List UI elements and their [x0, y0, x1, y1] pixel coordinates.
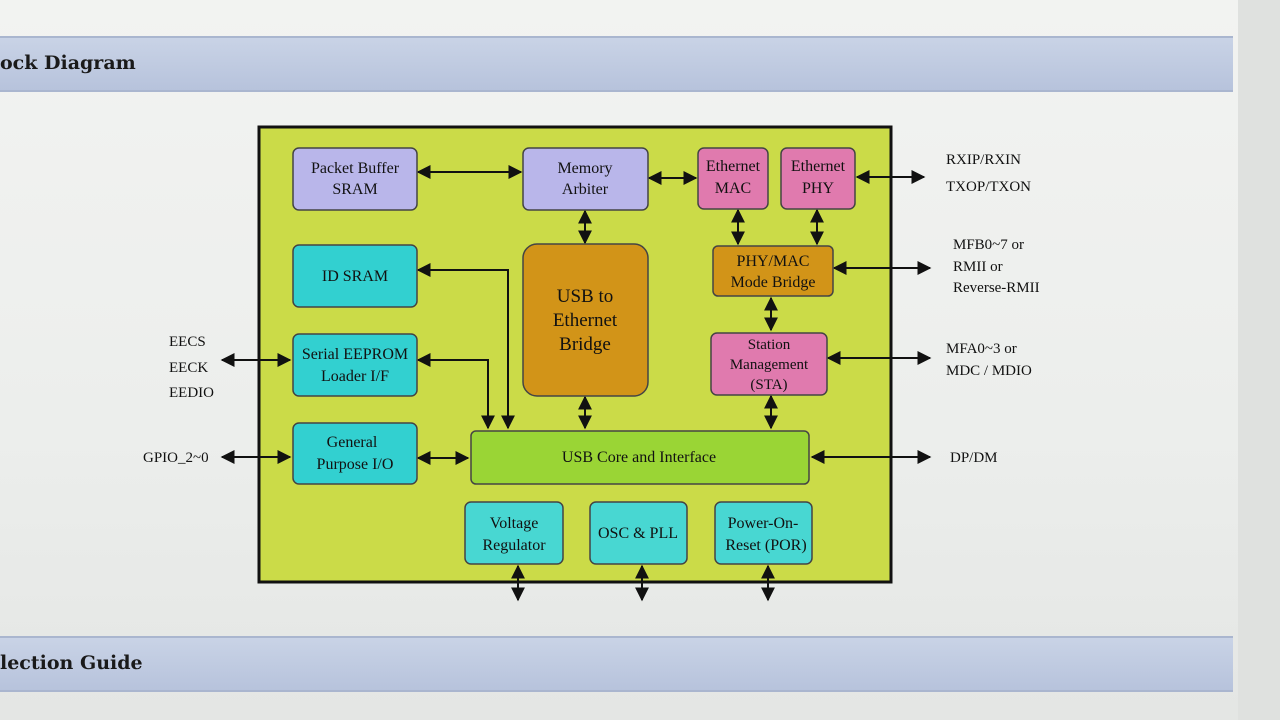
- signal-mfa-line1: MFA0~3 or: [946, 341, 1017, 357]
- signal-mfb-line1: MFB0~7 or: [953, 237, 1024, 253]
- usb-bridge-line2: Ethernet: [553, 310, 618, 331]
- signal-eecs: EECS: [169, 334, 206, 350]
- signal-dp-dm: DP/DM: [950, 450, 998, 466]
- section-title-selection-guide: lection Guide: [0, 652, 143, 674]
- id-sram-label: ID SRAM: [322, 268, 388, 285]
- memory-arbiter-block: Memory Arbiter: [522, 147, 649, 211]
- ethernet-mac-line2: MAC: [715, 180, 751, 197]
- memory-arbiter-line1: Memory: [557, 160, 612, 177]
- ethernet-mac-line1: Ethernet: [706, 158, 761, 175]
- packet-buffer-sram-block: Packet Buffer SRAM: [292, 147, 418, 211]
- signal-mfa-line2: MDC / MDIO: [946, 363, 1032, 379]
- usb-bridge-line3: Bridge: [559, 334, 611, 355]
- voltage-reg-line2: Regulator: [482, 537, 546, 554]
- ethernet-phy-block: Ethernet PHY: [780, 147, 856, 210]
- voltage-regulator-block: Voltage Regulator: [464, 501, 564, 565]
- power-on-reset-block: Power-On- Reset (POR): [714, 501, 813, 565]
- osc-pll-label: OSC & PLL: [598, 525, 678, 542]
- general-purpose-io-block: General Purpose I/O: [292, 422, 418, 485]
- signal-rxip-rxin: RXIP/RXIN: [946, 152, 1021, 168]
- ethernet-phy-line1: Ethernet: [791, 158, 846, 175]
- usb-core-label: USB Core and Interface: [562, 449, 716, 466]
- section-title-block-diagram: ock Diagram: [0, 52, 136, 74]
- usb-core-interface-block: USB Core and Interface: [470, 430, 810, 485]
- usb-bridge-line1: USB to: [557, 286, 614, 307]
- por-line2: Reset (POR): [725, 537, 806, 554]
- gpio-line1: General: [327, 434, 378, 451]
- signal-gpio: GPIO_2~0: [143, 450, 209, 466]
- id-sram-block: ID SRAM: [292, 244, 418, 308]
- signal-txop-txon: TXOP/TXON: [946, 179, 1031, 195]
- station-management-block: Station Management (STA): [710, 332, 828, 396]
- station-mgmt-line2: Management: [730, 357, 809, 373]
- por-line1: Power-On-: [728, 515, 799, 532]
- packet-buffer-line1: Packet Buffer: [311, 160, 400, 177]
- gpio-line2: Purpose I/O: [317, 456, 394, 473]
- signal-mfb-line2: RMII or: [953, 259, 1003, 275]
- memory-arbiter-line2: Arbiter: [562, 181, 609, 198]
- connector-lines: [220, 165, 932, 602]
- usb-to-ethernet-bridge-block: USB to Ethernet Bridge: [522, 243, 649, 397]
- phy-mac-mode-bridge-block: PHY/MAC Mode Bridge: [712, 245, 834, 297]
- osc-pll-block: OSC & PLL: [589, 501, 688, 565]
- packet-buffer-line2: SRAM: [332, 181, 377, 198]
- signal-mfb-line3: Reverse-RMII: [953, 280, 1040, 296]
- right-margin: [1238, 0, 1280, 720]
- section-header-block-diagram: ock Diagram: [0, 36, 1233, 92]
- signal-eedio: EEDIO: [169, 385, 214, 401]
- station-mgmt-line3: (STA): [750, 377, 787, 393]
- phy-mac-line2: Mode Bridge: [731, 274, 816, 291]
- serial-eeprom-line1: Serial EEPROM: [302, 346, 408, 363]
- phy-mac-line1: PHY/MAC: [737, 253, 810, 270]
- section-header-selection-guide: lection Guide: [0, 636, 1233, 692]
- station-mgmt-line1: Station: [748, 337, 791, 353]
- serial-eeprom-line2: Loader I/F: [321, 368, 389, 385]
- voltage-reg-line1: Voltage: [490, 515, 539, 532]
- ethernet-mac-block: Ethernet MAC: [697, 147, 769, 210]
- serial-eeprom-loader-block: Serial EEPROM Loader I/F: [292, 333, 418, 397]
- signal-eeck: EECK: [169, 360, 208, 376]
- ethernet-phy-line2: PHY: [802, 180, 834, 197]
